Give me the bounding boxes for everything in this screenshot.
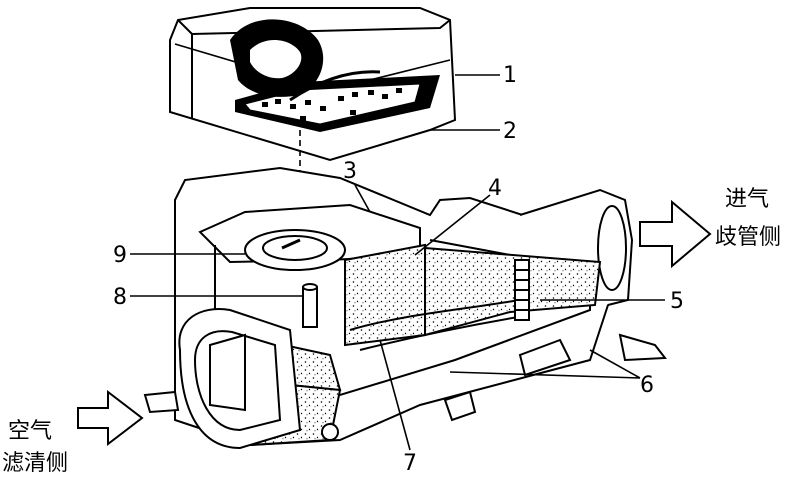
label-8: 8 xyxy=(113,285,127,310)
label-7: 7 xyxy=(403,451,417,476)
inlet-ring xyxy=(244,229,346,271)
air-filter-side-label-line2: 滤清侧 xyxy=(2,451,68,476)
label-1: 1 xyxy=(503,63,517,88)
intake-manifold-side-label-line2: 歧管侧 xyxy=(715,225,781,250)
label-6: 6 xyxy=(640,373,654,398)
adjust-screws xyxy=(302,259,530,328)
intake-side-arrow xyxy=(639,199,712,269)
label-3: 3 xyxy=(343,159,357,184)
filter-side-inlet xyxy=(178,308,339,450)
leader-lines xyxy=(130,74,665,451)
label-4: 4 xyxy=(488,176,502,201)
circuit-board xyxy=(230,19,440,132)
label-5: 5 xyxy=(670,289,684,314)
label-2: 2 xyxy=(503,119,517,144)
filter-side-arrow xyxy=(77,389,144,447)
air-filter-side-label-line1: 空气 xyxy=(8,419,52,444)
label-9: 9 xyxy=(113,243,127,268)
intake-manifold-side-label-line1: 进气 xyxy=(725,187,769,212)
